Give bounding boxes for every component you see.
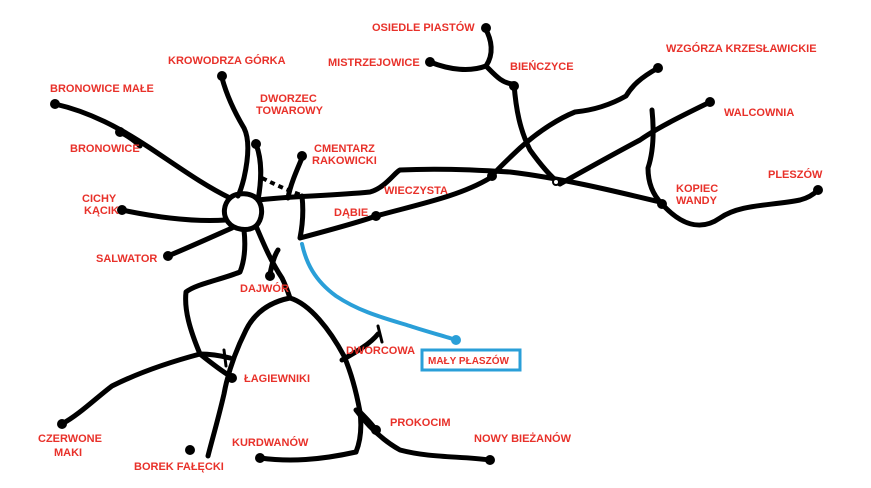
station-dot-nowy-biezanow[interactable] xyxy=(485,455,495,465)
label-kopiec-2[interactable]: WANDY xyxy=(676,195,718,207)
track-osiedle-piastow xyxy=(482,25,494,69)
station-dot-czerwone-maki[interactable] xyxy=(57,419,67,429)
label-cichy-2[interactable]: KĄCIK xyxy=(84,205,119,217)
track-kurdwanow xyxy=(257,449,359,463)
track-wzgorza xyxy=(487,65,661,181)
track-walcownia xyxy=(557,99,713,187)
label-dajwor[interactable]: DAJWÓR xyxy=(240,282,289,295)
station-labels: OSIEDLE PIASTÓW MISTRZEJOWICE BIEŃCZYCE … xyxy=(38,21,823,473)
label-osiedle-piastow[interactable]: OSIEDLE PIASTÓW xyxy=(372,21,475,34)
label-cmentarz-2[interactable]: RAKOWICKI xyxy=(312,155,377,167)
label-kurdwanow[interactable]: KURDWANÓW xyxy=(232,436,309,449)
station-dot-cichy-kacik[interactable] xyxy=(117,205,127,215)
label-dabie[interactable]: DĄBIE xyxy=(334,207,368,219)
track-lower-loop-east xyxy=(287,295,364,455)
station-dot-kurdwanow[interactable] xyxy=(255,453,265,463)
station-dot-prokocim[interactable] xyxy=(371,425,381,435)
station-dot-cmentarz[interactable] xyxy=(297,151,307,161)
station-dot-maly-plaszow[interactable] xyxy=(451,335,461,345)
track-kopiec-link xyxy=(645,107,665,207)
track-bronowice-male xyxy=(52,101,233,201)
track-dashed-link xyxy=(261,176,305,198)
junction-marker xyxy=(552,178,560,186)
track-lagiewniki xyxy=(197,351,233,379)
label-bronowice-male[interactable]: BRONOWICE MAŁE xyxy=(50,83,154,95)
track-mistrzejowice xyxy=(427,59,517,87)
track-dworzec-towarowy xyxy=(253,141,264,203)
label-wieczysta[interactable]: WIECZYSTA xyxy=(384,185,448,197)
label-pleszow[interactable]: PLESZÓW xyxy=(768,168,823,181)
track-bienczyce xyxy=(511,81,563,187)
track-prokocim xyxy=(353,407,493,463)
label-maly-plaszow[interactable]: MAŁY PŁASZÓW xyxy=(428,354,509,367)
label-cichy-1[interactable]: CICHY xyxy=(82,193,117,205)
label-wzgorza[interactable]: WZGÓRZA KRZESŁAWICKIE xyxy=(666,42,817,55)
label-mistrzejowice[interactable]: MISTRZEJOWICE xyxy=(328,57,420,69)
track-dabie xyxy=(297,175,493,241)
label-dworcowa[interactable]: DWORCOWA xyxy=(346,345,415,357)
label-prokocim[interactable]: PROKOCIM xyxy=(390,417,451,429)
label-borek-falecki[interactable]: BOREK FAŁĘCKI xyxy=(134,461,224,473)
track-maly-plaszow xyxy=(300,242,458,342)
tick-dworcowa xyxy=(376,324,384,344)
station-dot-kopiec-wandy[interactable] xyxy=(657,199,667,209)
station-dot-dajwor[interactable] xyxy=(265,271,275,281)
station-dot-wzgorza[interactable] xyxy=(653,63,663,73)
label-cmentarz-1[interactable]: CMENTARZ xyxy=(314,143,375,155)
track-krowodrza xyxy=(219,75,251,199)
label-lagiewniki[interactable]: ŁAGIEWNIKI xyxy=(244,373,310,385)
highlight-box-maly-plaszow xyxy=(420,348,522,372)
station-dot-borek-falecki[interactable] xyxy=(185,445,195,455)
station-dot-dabie[interactable] xyxy=(371,211,381,221)
label-bienczyce[interactable]: BIEŃCZYCE xyxy=(510,60,574,73)
station-dot-osiedle-piastow[interactable] xyxy=(481,23,491,33)
track-cichy-kacik xyxy=(119,207,229,224)
label-dworzec-2[interactable]: TOWAROWY xyxy=(256,105,324,117)
track-pleszow xyxy=(659,187,821,228)
station-dot-bienczyce[interactable] xyxy=(509,81,519,91)
label-dworzec-1[interactable]: DWORZEC xyxy=(260,93,317,105)
station-dots xyxy=(50,23,823,465)
track-lower-loop xyxy=(205,295,293,459)
station-dot-bronowice[interactable] xyxy=(115,127,125,137)
label-kopiec-1[interactable]: KOPIEC xyxy=(676,183,718,195)
station-dot-krowodrza-gorka[interactable] xyxy=(217,71,227,81)
track-main-east xyxy=(255,166,663,205)
track-czerwone-maki xyxy=(59,351,233,427)
track-west-loop xyxy=(183,227,248,357)
tick-west xyxy=(222,348,228,368)
station-dot-mistrzejowice[interactable] xyxy=(425,57,435,67)
station-dot-lagiewniki[interactable] xyxy=(227,373,237,383)
label-salwator[interactable]: SALWATOR xyxy=(96,253,157,265)
track-hub-south xyxy=(253,223,293,301)
label-bronowice[interactable]: BRONOWICE xyxy=(70,143,140,155)
track-salwator xyxy=(165,225,235,259)
station-dot-wieczysta[interactable] xyxy=(487,171,497,181)
label-czerwone-1[interactable]: CZERWONE xyxy=(38,433,102,445)
station-dot-pleszow[interactable] xyxy=(813,185,823,195)
station-dot-dworzec-towarowy[interactable] xyxy=(251,139,261,149)
tracks xyxy=(52,25,821,463)
label-walcownia[interactable]: WALCOWNIA xyxy=(724,107,794,119)
label-krowodrza-gorka[interactable]: KROWODRZA GÓRKA xyxy=(168,54,286,67)
label-nowy-biezanow[interactable]: NOWY BIEŻANÓW xyxy=(474,432,572,445)
station-dot-walcownia[interactable] xyxy=(705,97,715,107)
station-dot-bronowice-male[interactable] xyxy=(50,99,60,109)
station-dot-salwator[interactable] xyxy=(163,251,173,261)
track-dworcowa xyxy=(339,331,381,363)
label-czerwone-2[interactable]: MAKI xyxy=(54,447,82,459)
